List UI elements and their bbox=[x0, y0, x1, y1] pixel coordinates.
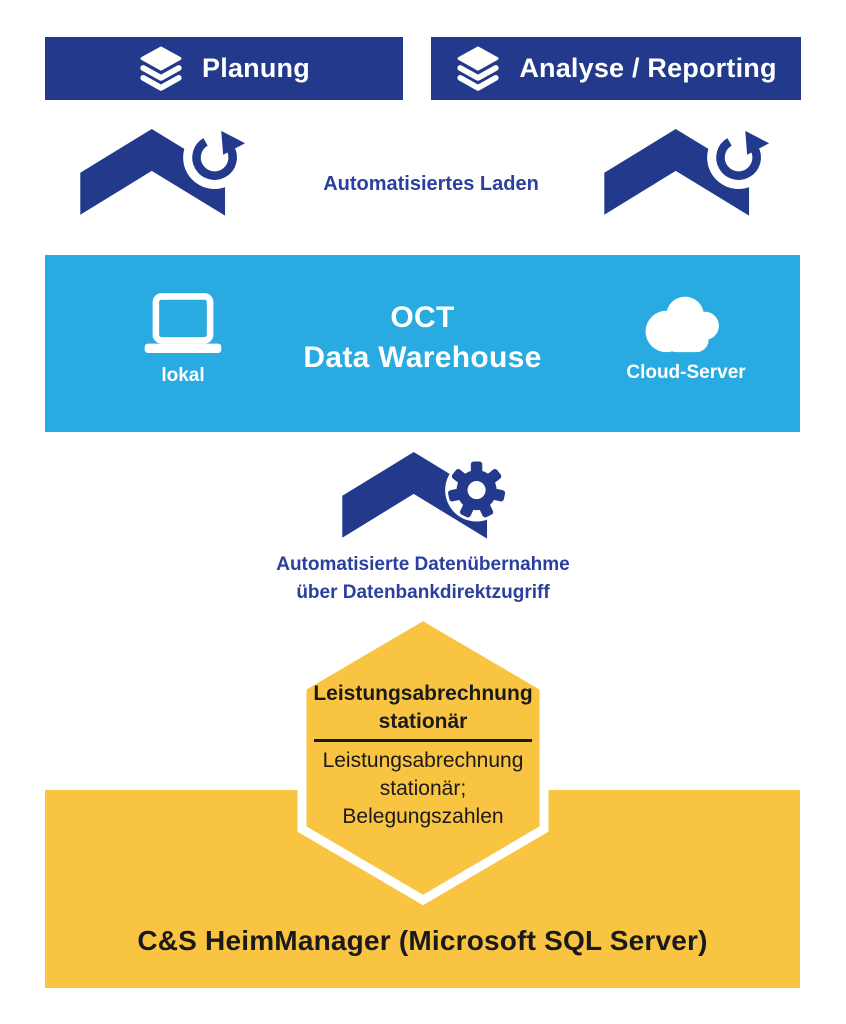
gear-icon bbox=[448, 461, 506, 518]
hexagon-heading-line2: stationär bbox=[378, 710, 468, 733]
chevron-up-refresh-icon bbox=[80, 129, 246, 216]
layers-icon bbox=[457, 46, 499, 91]
analyse-reporting-box: Analyse / Reporting bbox=[431, 37, 801, 100]
data-warehouse-band: lokal OCT Data Warehouse Cloud-Server bbox=[45, 255, 800, 432]
chevron-up-gear-icon bbox=[342, 452, 508, 539]
hexagon-body-line3: Belegungszahlen bbox=[342, 805, 504, 828]
datenuebernahme-caption: Automatisierte Datenübernahme über Daten… bbox=[223, 551, 623, 607]
automatisiertes-laden-label: Automatisiertes Laden bbox=[323, 173, 539, 195]
lokal-label: lokal bbox=[161, 365, 205, 386]
warehouse-title: OCT Data Warehouse bbox=[45, 298, 800, 378]
hexagon-text: Leistungsabrechnung stationär Leistungsa… bbox=[302, 680, 544, 831]
hexagon bbox=[297, 610, 549, 906]
hexagon-body-line1: Leistungsabrechnung bbox=[322, 749, 524, 772]
layers-icon bbox=[140, 46, 182, 91]
heimmanager-label: C&S HeimManager (Microsoft SQL Server) bbox=[137, 925, 708, 956]
cloud-server-label: Cloud-Server bbox=[626, 362, 746, 383]
laptop-icon bbox=[144, 293, 222, 353]
local-group: lokal bbox=[103, 293, 263, 387]
hexagon-body-line2: stationär; bbox=[379, 777, 467, 800]
datenuebernahme-line1: Automatisierte Datenübernahme bbox=[276, 554, 570, 575]
cloud-group: Cloud-Server bbox=[601, 291, 771, 384]
hexagon-divider bbox=[314, 739, 532, 742]
warehouse-title-line2: Data Warehouse bbox=[303, 341, 542, 374]
hexagon-heading-line1: Leistungsabrechnung bbox=[313, 682, 533, 705]
chevron-up-refresh-icon bbox=[604, 129, 770, 216]
planung-box: Planung bbox=[45, 37, 403, 100]
analyse-reporting-label: Analyse / Reporting bbox=[519, 53, 777, 83]
planung-label: Planung bbox=[202, 53, 310, 83]
datenuebernahme-line2: über Datenbankdirektzugriff bbox=[296, 582, 550, 603]
cloud-icon bbox=[645, 296, 719, 353]
warehouse-title-line1: OCT bbox=[390, 301, 455, 334]
